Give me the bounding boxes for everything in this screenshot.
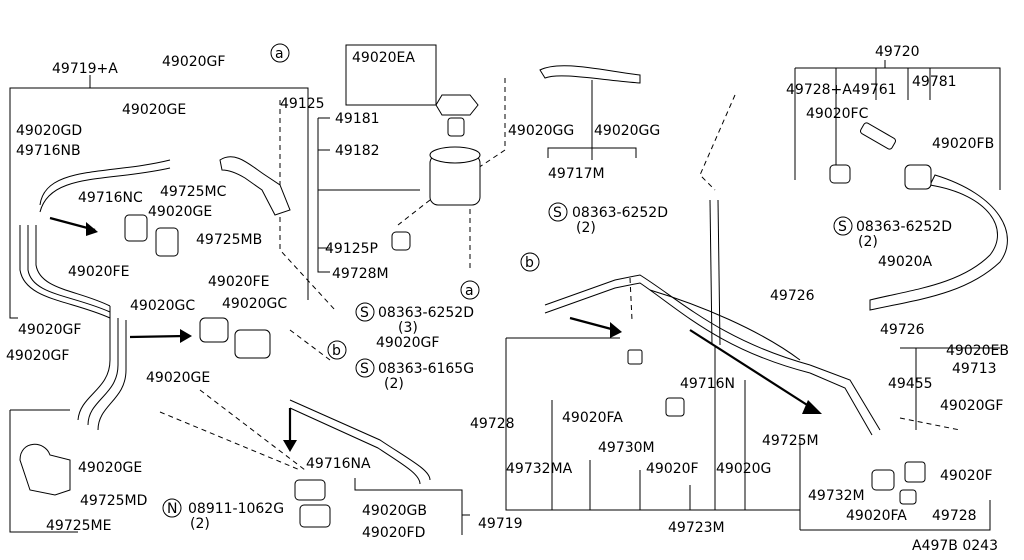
label-49719: 49719 [478,516,523,532]
label-49020gg-2: 49020GG [594,123,660,139]
label-49020ge-l2: 49020GE [78,460,142,476]
label-49020f-1: 49020F [646,461,699,477]
label-49020fa-1: 49020FA [562,410,623,426]
label-49716na: 49716NA [306,456,371,472]
label-49020fe-1: 49020FE [68,264,129,280]
marker-n: N [167,501,177,517]
label-49761: 49761 [852,82,897,98]
label-49020gf-l2: 49020GF [6,348,69,364]
label-49020fc: 49020FC [806,106,869,122]
label-49020gf-l1: 49020GF [18,322,81,338]
marker-a-top: a [275,46,284,62]
label-49725me: 49725ME [46,518,111,534]
label-49732m: 49732M [808,488,865,504]
label-49716nb: 49716NB [16,143,81,159]
label-49725m: 49725M [762,433,819,449]
label-49730m: 49730M [598,440,655,456]
label-49020g: 49020G [716,461,771,477]
label-49020ge-mid: 49020GE [148,204,212,220]
label-49728m: 49728M [332,266,389,282]
label-49020gc-1: 49020GC [130,298,195,314]
reference-code: A497B 0243 [912,538,998,554]
label-49020a: 49020A [878,254,933,270]
label-49725mb: 49725MB [196,232,262,248]
label-49020fe-2: 49020FE [208,274,269,290]
label-49455: 49455 [888,376,933,392]
label-49020fd: 49020FD [362,525,425,541]
label-49726-2: 49726 [880,322,925,338]
label-08911-1062g: 08911-1062G [188,501,284,517]
marker-a-bottom: a [465,283,474,299]
label-08363-6165g: 08363-6165G [378,361,474,377]
label-49020fb: 49020FB [932,136,994,152]
part-labels: 49719+A 49020GF 49020EA 49720 49125 4902… [6,44,1009,554]
label-08363-6252d-a: 08363-6252D [378,305,474,321]
small-parts [19,65,932,528]
label-49181: 49181 [335,111,380,127]
label-49020f-2: 49020F [940,468,993,484]
reservoir-tank [429,94,481,206]
label-49020gf-top: 49020GF [162,54,225,70]
label-08363-6252d-c: 08363-6252D [856,219,952,235]
label-08363-6165g-qty: (2) [384,376,404,392]
label-49726-1: 49726 [770,288,815,304]
marker-b-center: b [525,255,534,271]
label-49716n: 49716N [680,376,735,392]
label-49182: 49182 [335,143,380,159]
label-08363-6252d-c-qty: (2) [858,234,878,250]
marker-s-3: S [360,305,369,321]
label-49020gg-1: 49020GG [508,123,574,139]
label-08911-1062g-qty: (2) [190,516,210,532]
leader-frames [9,44,1001,535]
label-49723m: 49723M [668,520,725,536]
label-49020ge-top: 49020GE [122,102,186,118]
marker-s-1: S [553,205,562,221]
label-08363-6252d-a-qty: (3) [398,320,418,336]
label-49020ea: 49020EA [352,50,415,66]
marker-s-2: S [838,219,847,235]
label-49020ge-l: 49020GE [146,370,210,386]
label-49781: 49781 [912,74,957,90]
arrows [49,216,822,452]
label-49125: 49125 [280,96,325,112]
label-49716nc: 49716NC [78,190,143,206]
label-49728-2: 49728 [932,508,977,524]
label-49020gf-mid: 49020GF [376,335,439,351]
marker-s-4: S [360,361,369,377]
label-08363-6252d-b: 08363-6252D [572,205,668,221]
label-49020fa-2: 49020FA [846,508,907,524]
label-49728a: 49728+A [786,82,852,98]
label-49020gd: 49020GD [16,123,82,139]
circle-markers: a a b b S S S S N [162,43,853,518]
label-49717m: 49717M [548,166,605,182]
label-49720: 49720 [875,44,920,60]
label-49125p: 49125P [325,241,378,257]
label-49728: 49728 [470,416,515,432]
label-49732ma: 49732MA [506,461,573,477]
pipes [19,159,1008,485]
label-49020gf-right: 49020GF [940,398,1003,414]
marker-b-left: b [332,343,341,359]
label-08363-6252d-b-qty: (2) [576,220,596,236]
label-49020gb: 49020GB [362,503,427,519]
label-49713: 49713 [952,361,997,377]
label-49719a: 49719+A [52,61,118,77]
label-49020gc-2: 49020GC [222,296,287,312]
label-49020eb: 49020EB [946,343,1009,359]
label-49725mc: 49725MC [160,184,227,200]
label-49725md: 49725MD [80,493,147,509]
